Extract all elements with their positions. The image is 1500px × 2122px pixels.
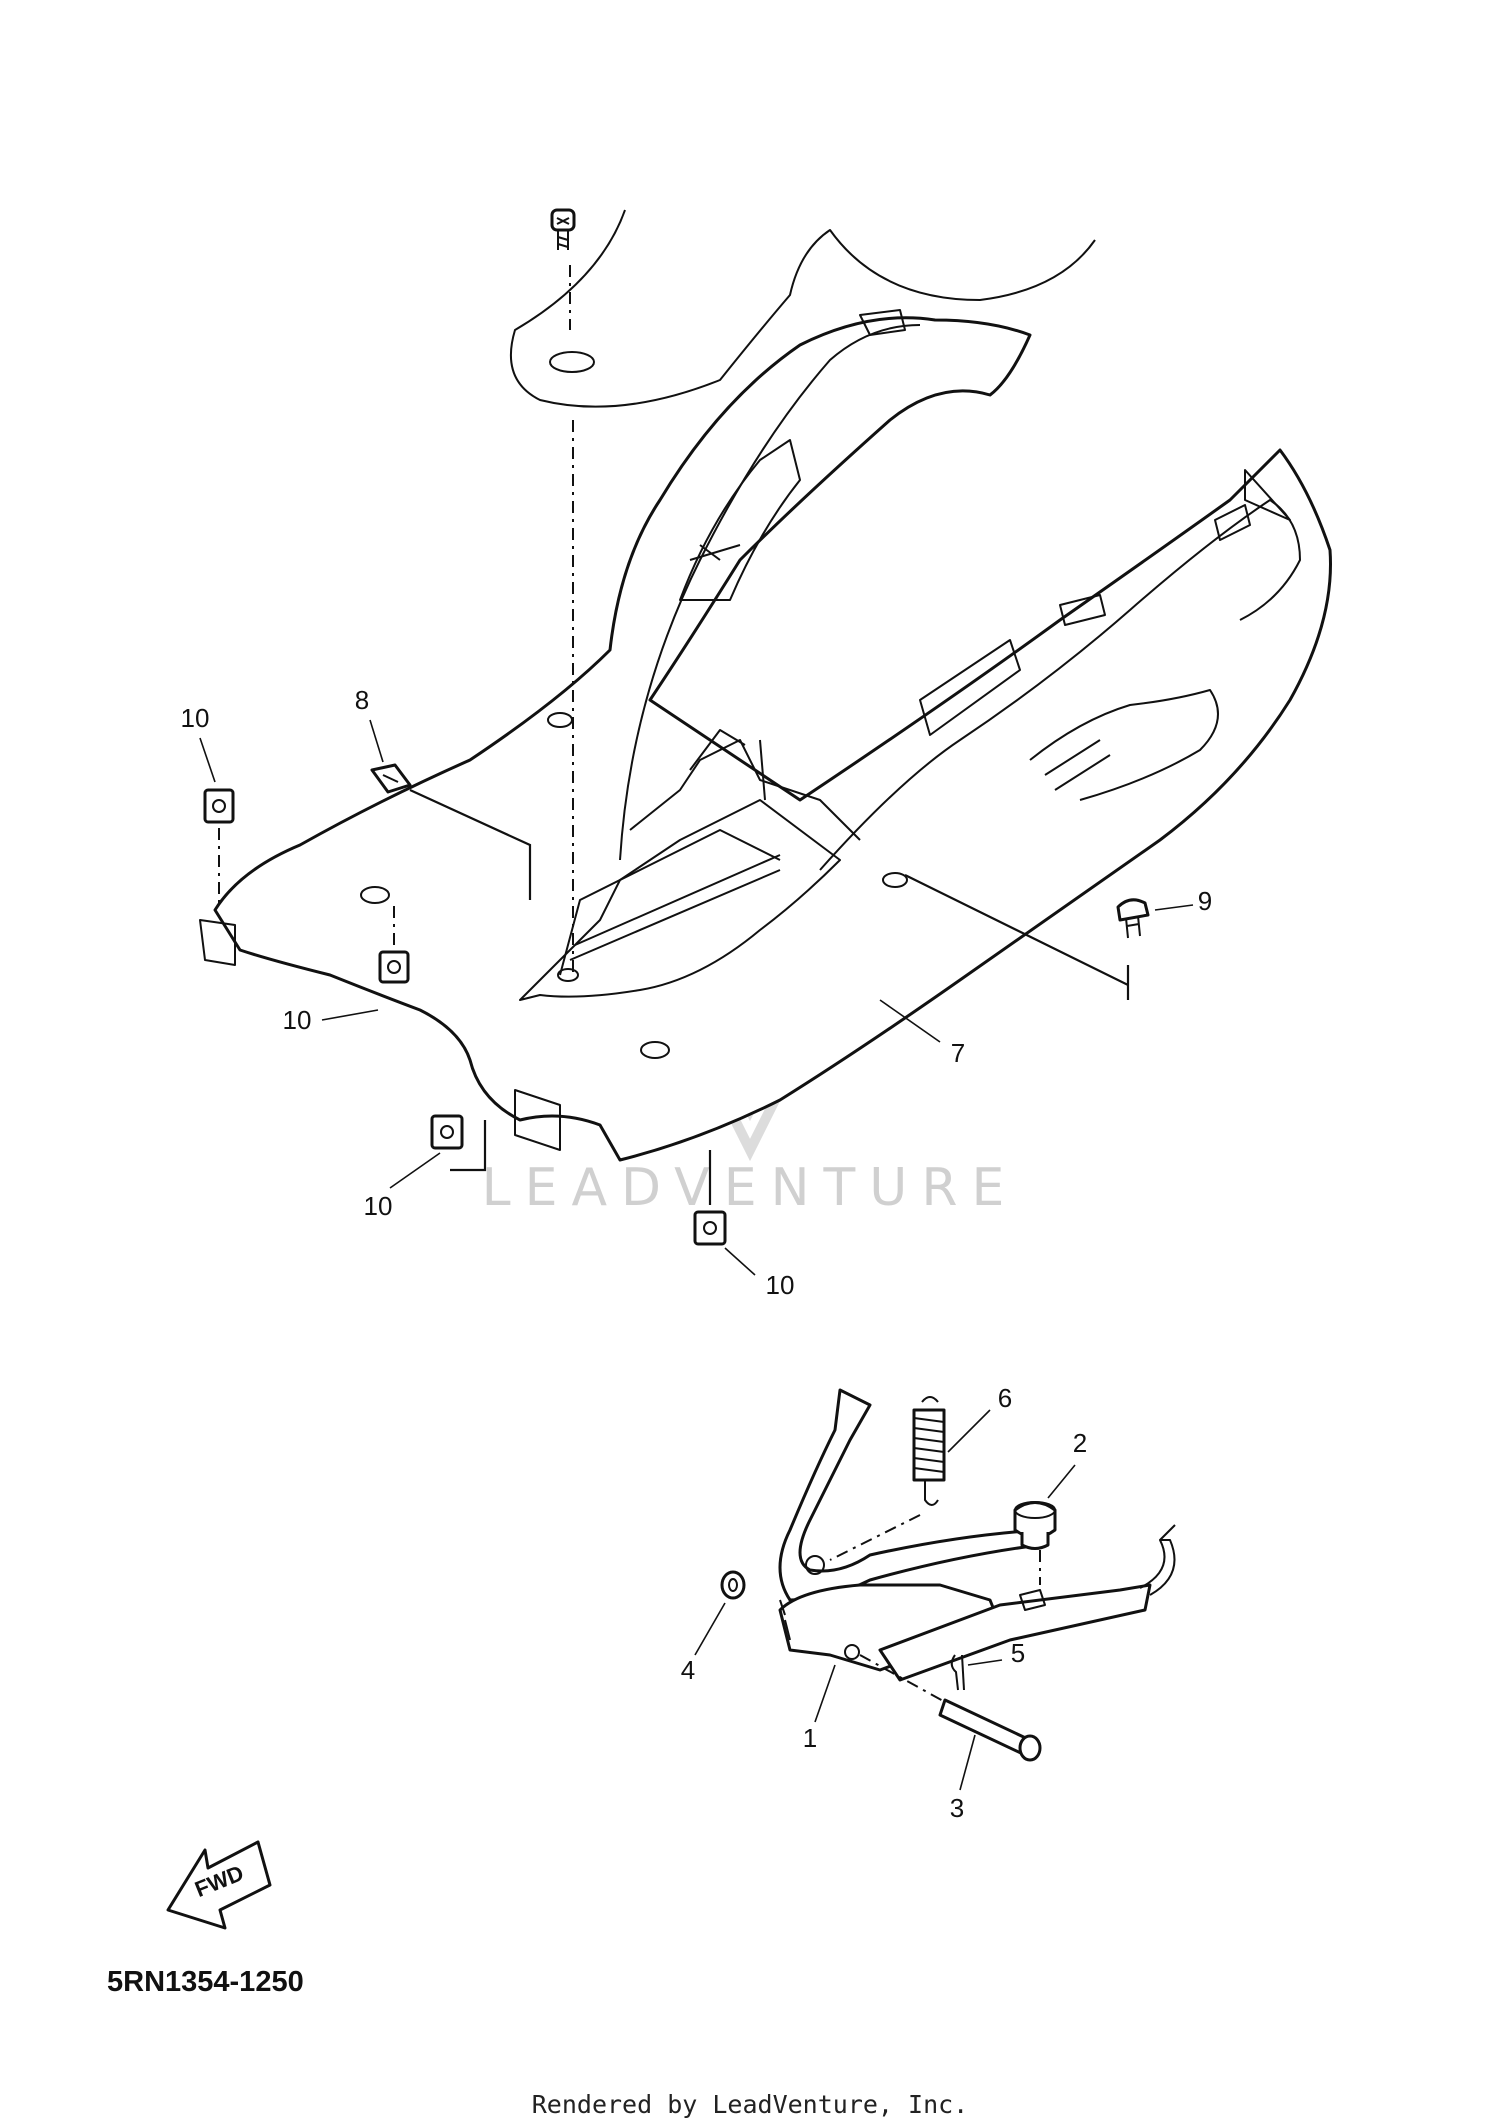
cotter-pin-part-5-icon — [950, 1654, 965, 1691]
box-tabs — [689, 729, 766, 801]
left-wall-rib — [679, 439, 801, 601]
left-wall-clip — [859, 309, 906, 336]
clip-nut-part-10a-icon — [203, 788, 235, 824]
callout-10a: 10 — [181, 703, 210, 733]
callout-10c: 10 — [364, 1191, 393, 1221]
pivot-hole — [844, 1644, 860, 1660]
front-left-tab — [199, 919, 236, 966]
right-tail-fin — [1244, 469, 1291, 521]
floor-hole-2 — [360, 886, 390, 904]
spring-part-6-icon — [912, 1396, 946, 1506]
fwd-arrow-icon: FWD — [166, 1840, 272, 1930]
side-stand-leg — [878, 1583, 1152, 1682]
front-center-tab — [514, 1089, 561, 1151]
right-wall-rib — [919, 639, 1021, 736]
callout-7: 7 — [951, 1038, 965, 1068]
callout-8: 8 — [355, 685, 369, 715]
assembly-line-8 — [409, 789, 532, 900]
callout-3: 3 — [950, 1793, 964, 1823]
side-stand-part-1 — [778, 1388, 1176, 1682]
callout-10d: 10 — [766, 1270, 795, 1300]
leader-6 — [947, 1409, 991, 1453]
callout-10b: 10 — [283, 1005, 312, 1035]
diagram-code: 5RN1354-1250 — [107, 1966, 304, 1998]
seat-hole — [549, 351, 595, 373]
callout-4: 4 — [681, 1655, 695, 1685]
watermark: LEADVENTURE — [482, 942, 1019, 1218]
callout-9: 9 — [1198, 886, 1212, 916]
left-wall-slot — [689, 544, 741, 561]
side-stand-foot-tip — [1159, 1524, 1176, 1541]
battery-box — [629, 739, 861, 841]
watermark-text: LEADVENTURE — [482, 1158, 1019, 1218]
floor-hole-5 — [557, 968, 579, 982]
leader-9 — [1154, 904, 1194, 911]
leader-1 — [814, 1664, 836, 1723]
leader-7 — [879, 999, 941, 1043]
leader-10d — [724, 1247, 756, 1276]
callout-2: 2 — [1073, 1428, 1087, 1458]
bolt-part-9-icon — [1116, 898, 1150, 939]
right-foot-rest-ribs — [1044, 739, 1111, 791]
leader-4 — [694, 1602, 726, 1656]
side-stand-arm — [778, 1388, 1042, 1602]
washer-part-4-icon — [720, 1570, 746, 1600]
callout-5: 5 — [1011, 1638, 1025, 1668]
floor-board-part-7 — [199, 209, 1332, 1162]
pivot-bolt-part-3-icon — [938, 1698, 1042, 1762]
assembly-line-10c — [450, 1120, 487, 1172]
clip-nut-part-10b-icon — [378, 950, 410, 984]
assembly-line-9 — [904, 874, 1130, 1000]
side-stand-foot — [1139, 1539, 1176, 1596]
rendered-by-text: Rendered by LeadVenture, Inc. — [531, 2090, 969, 2119]
leader-3 — [959, 1734, 976, 1791]
nut-part-8-icon — [370, 763, 412, 794]
assembly-line-6 — [829, 1514, 921, 1561]
leader-10c — [389, 1152, 441, 1189]
leader-10a — [199, 737, 216, 783]
floor-hole-3 — [640, 1041, 670, 1059]
bracket-edge — [779, 1599, 791, 1641]
leader-5 — [967, 1659, 1003, 1666]
clip-nut-part-10c-icon — [430, 1114, 464, 1150]
clip-nut-part-10d-icon — [693, 1210, 727, 1246]
frame-rails-inner — [569, 854, 781, 961]
callout-6: 6 — [998, 1383, 1012, 1413]
tunnel-opening — [519, 799, 841, 1001]
floor-board-body — [213, 316, 1332, 1162]
stopper-tab — [1019, 1589, 1046, 1611]
floor-hole-4 — [882, 872, 908, 888]
leader-2 — [1047, 1464, 1076, 1499]
bushing-part-2-icon — [1013, 1501, 1057, 1550]
seat-screw-icon — [550, 208, 576, 250]
right-wall-clip — [1059, 594, 1106, 626]
right-foot-rest — [1029, 689, 1219, 801]
callout-1: 1 — [803, 1723, 817, 1753]
spring-hook-hole — [805, 1555, 825, 1575]
left-wall-inner — [619, 324, 921, 861]
seat-outline — [509, 209, 1096, 408]
leader-8 — [369, 719, 384, 763]
right-wall-clip-2 — [1214, 504, 1251, 541]
right-wall-inner — [819, 499, 1301, 871]
leader-10b — [321, 1009, 379, 1021]
